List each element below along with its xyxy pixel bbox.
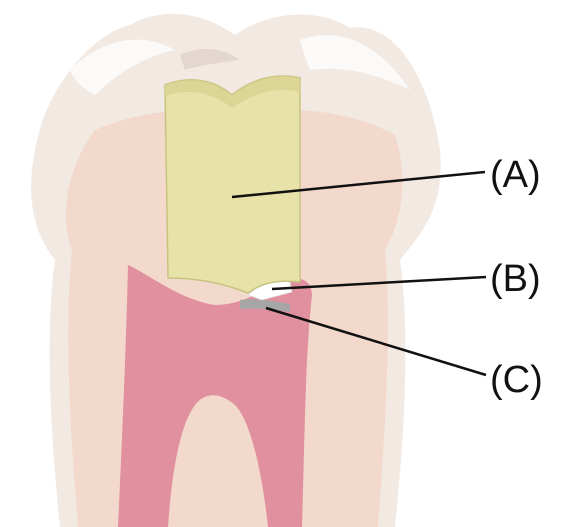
label-b: (B) <box>490 258 541 300</box>
label-a: (A) <box>490 154 541 196</box>
label-c: (C) <box>490 359 543 401</box>
dental-filling <box>165 76 300 293</box>
